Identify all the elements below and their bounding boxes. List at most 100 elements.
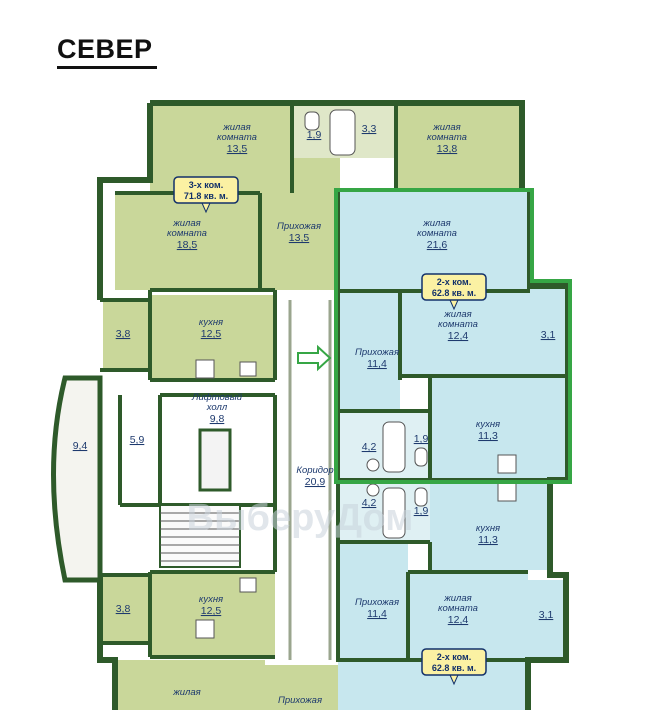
lift-shafts [198, 428, 232, 492]
fill-r12 [338, 291, 400, 411]
room-area: 3,1 [539, 609, 554, 621]
wall-lift [118, 393, 277, 572]
wall-corridor-left [288, 300, 332, 660]
fill-r28 [115, 660, 265, 710]
room-label: жилая [172, 687, 201, 698]
toilet-icon [414, 487, 428, 507]
wall-inner-2 [100, 288, 275, 380]
room-area: 3,3 [362, 123, 377, 135]
room-label: Лифтовый [191, 392, 243, 403]
room-label: жилая [172, 218, 201, 229]
fill-r22 [430, 480, 550, 570]
apartment-tag: 3-х ком.71.8 кв. м. [173, 176, 239, 214]
wall-outer-left-top [97, 103, 153, 300]
bathtub-icon [329, 109, 356, 156]
tag-box [421, 648, 487, 676]
fixtures [195, 109, 517, 639]
fill-r25 [338, 542, 408, 660]
room-label: комната [438, 319, 478, 330]
sink-icon [239, 577, 257, 593]
room-label: комната [438, 603, 478, 614]
fill-r6 [260, 158, 340, 290]
room-area: 11,3 [478, 534, 498, 546]
staircase [159, 504, 241, 568]
room-area: 3,1 [541, 329, 556, 341]
room-label: жилая [422, 218, 451, 229]
tag-box [173, 176, 239, 204]
room-area: 18,5 [177, 239, 198, 251]
wall-outer-left-bottom [97, 575, 118, 710]
tag-rooms: 3-х ком. [189, 180, 223, 190]
room-label: комната [427, 132, 467, 143]
room-area: 13,5 [227, 143, 248, 155]
room-label: Прихожая [277, 221, 321, 232]
room-area: 4,2 [362, 497, 377, 509]
room-area: 1,9 [307, 129, 322, 141]
wall-inner-3 [150, 290, 277, 382]
fill-r26 [408, 572, 528, 660]
curved-hall [51, 375, 232, 583]
room-area: 20,9 [305, 476, 326, 488]
apartment-tag: 2-х ком.62.8 кв. м. [421, 648, 487, 686]
room-label: Прихожая [278, 695, 322, 706]
room-label: комната [417, 228, 457, 239]
room-area: 21,6 [427, 239, 448, 251]
toilet-icon [304, 111, 320, 131]
tag-rooms: 2-х ком. [437, 652, 471, 662]
room-area: 1,9 [414, 433, 429, 445]
room-area: 11,4 [367, 608, 387, 620]
toilet-icon [414, 447, 428, 467]
sink-icon [366, 458, 380, 472]
stove-icon [497, 454, 517, 474]
fill-r5 [115, 193, 260, 290]
room-label: жилая [443, 593, 472, 604]
stove-icon [195, 359, 215, 379]
wall-inner-1 [115, 103, 398, 290]
sink-icon [239, 361, 257, 377]
room-area: 4,2 [362, 441, 377, 453]
wall-lower-left [100, 570, 275, 659]
room-label: Прихожая [355, 347, 399, 358]
room-area: 5,9 [130, 434, 145, 446]
room-label: жилая [443, 309, 472, 320]
tag-rooms: 2-х ком. [437, 277, 471, 287]
heading-underline [57, 66, 157, 69]
room-area: 12,4 [448, 330, 469, 342]
room-label: кухня [199, 594, 223, 605]
tag-area: 62.8 кв. м. [432, 663, 476, 673]
room-label: жилая [432, 122, 461, 133]
room-label: Прихожая [355, 597, 399, 608]
tag-area: 62.8 кв. м. [432, 288, 476, 298]
sink-icon [366, 483, 380, 497]
room-area: 9,8 [210, 413, 225, 425]
room-label: кухня [476, 523, 500, 534]
stove-icon [195, 619, 215, 639]
room-area: 13,5 [289, 232, 310, 244]
stove-icon [497, 482, 517, 502]
room-label: кухня [476, 419, 500, 430]
selected-apartment-outline [334, 188, 572, 484]
watermark: ВыберуДом [187, 497, 414, 539]
bathtub-icon [382, 421, 406, 473]
room-area: 12,5 [201, 605, 222, 617]
bathtub-icon [382, 487, 406, 539]
room-area: 12,5 [201, 328, 222, 340]
room-label: комната [167, 228, 207, 239]
room-area: 3,8 [116, 603, 131, 615]
room-area: 11,4 [367, 358, 387, 370]
room-label: Коридор [296, 465, 333, 476]
wall-outer-top [150, 100, 525, 189]
room-label: холл [206, 402, 228, 413]
wall-outer-right [525, 189, 571, 710]
fill-r11 [530, 286, 568, 376]
room-area: 3,8 [116, 328, 131, 340]
fill-r27 [528, 580, 566, 660]
apartment-tag: 2-х ком.62.8 кв. м. [421, 273, 487, 311]
room-area: 11,3 [478, 430, 498, 442]
fill-r8 [103, 300, 150, 370]
entrance-arrow-icon [297, 344, 332, 372]
room-area: 13,8 [437, 143, 458, 155]
north-heading: СЕВЕР [57, 34, 153, 64]
